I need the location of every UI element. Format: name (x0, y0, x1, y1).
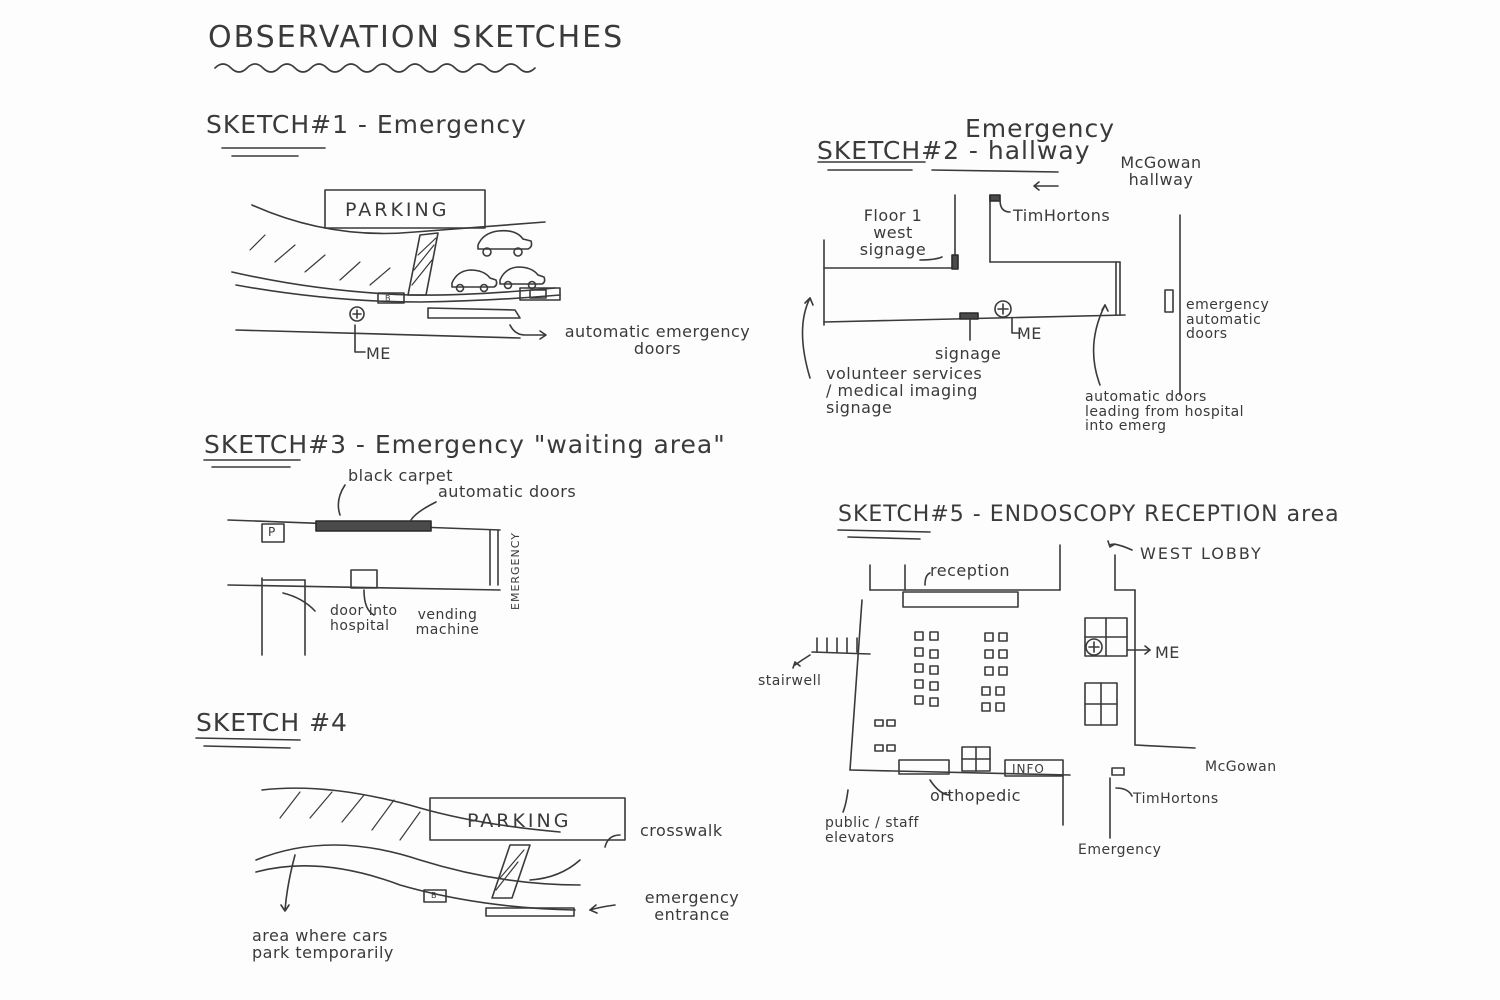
sketch5-drawing (792, 529, 1196, 839)
sketch3-heading: SKETCH#3 - Emergency "waiting area" (204, 430, 726, 459)
sketch2-floor-signage-label: Floor 1 west signage (859, 206, 927, 259)
sketch1-doors-label: automatic emergency doors (564, 322, 751, 358)
sketch5-emergency-label: Emergency (1078, 842, 1162, 858)
sketch2-signage-label: signage (935, 344, 1002, 363)
sketch4-entrance-label: emergency entrance (644, 888, 740, 924)
sketch1-me-label: ME (366, 344, 391, 363)
sketch3-drawing (203, 459, 501, 656)
sketch4-crosswalk-label: crosswalk (640, 821, 723, 840)
sketch5-stairwell-label: stairwell (758, 673, 822, 689)
sketch5-orthopedic-label: orthopedic (930, 786, 1021, 805)
sketch2-heading-top: Emergency (965, 114, 1116, 143)
sketch5-me-label: ME (1155, 643, 1180, 662)
sketch2-heading: SKETCH#2 - hallway (817, 136, 1091, 165)
sketch4-b-sign: B (431, 891, 437, 900)
sketch4-area-label: area where cars park temporarily (252, 926, 394, 962)
sketch4-parking-label: PARKING (467, 810, 572, 832)
sketch5-west-lobby-label: WEST LOBBY (1140, 544, 1263, 563)
sketch3-carpet-label: black carpet (348, 466, 454, 485)
sketch4-drawing (195, 737, 626, 917)
sketch3-auto-doors-label: automatic doors (438, 482, 577, 501)
sketch2-mcgowan-label: McGowan hallway (1120, 153, 1202, 189)
sketch5-elevators-label: public / staff elevators (825, 815, 919, 846)
sketch2-timhortons-label: TimHortons (1013, 206, 1111, 225)
sketch1-drawing (221, 147, 561, 353)
sketch5-info-label: INFO (1012, 762, 1045, 776)
sketch3-vending-label: vending machine (415, 607, 480, 638)
sketch2-auto-doors-label: automatic doors leading from hospital in… (1085, 389, 1245, 435)
sketch1-b-sign: B (385, 294, 391, 303)
sketch3-door-label: door into hospital (330, 603, 398, 634)
sketch1-heading: SKETCH#1 - Emergency (206, 110, 527, 139)
sketch5-mcgowan-label: McGowan (1205, 759, 1277, 775)
sketch5-reception-label: reception (930, 561, 1011, 580)
sketch2-drawing (801, 161, 1181, 396)
sketch4-heading: SKETCH #4 (196, 708, 348, 737)
sketch5-heading: SKETCH#5 - ENDOSCOPY RECEPTION area (838, 502, 1340, 527)
sketch2-me-label: ME (1017, 324, 1042, 343)
sketch2-volunteer-label: volunteer services / medical imaging sig… (826, 364, 983, 417)
sketch3-p-sign: P (268, 525, 276, 539)
sketch5-timhortons-label: TimHortons (1133, 791, 1219, 807)
sketch2-emergency-doors-label: emergency automatic doors (1186, 297, 1270, 343)
title-underline (214, 63, 536, 73)
sketch3-emergency-sign: EMERGENCY (509, 532, 522, 610)
page-title: OBSERVATION SKETCHES (208, 20, 625, 55)
sketch1-parking-label: PARKING (345, 199, 450, 221)
